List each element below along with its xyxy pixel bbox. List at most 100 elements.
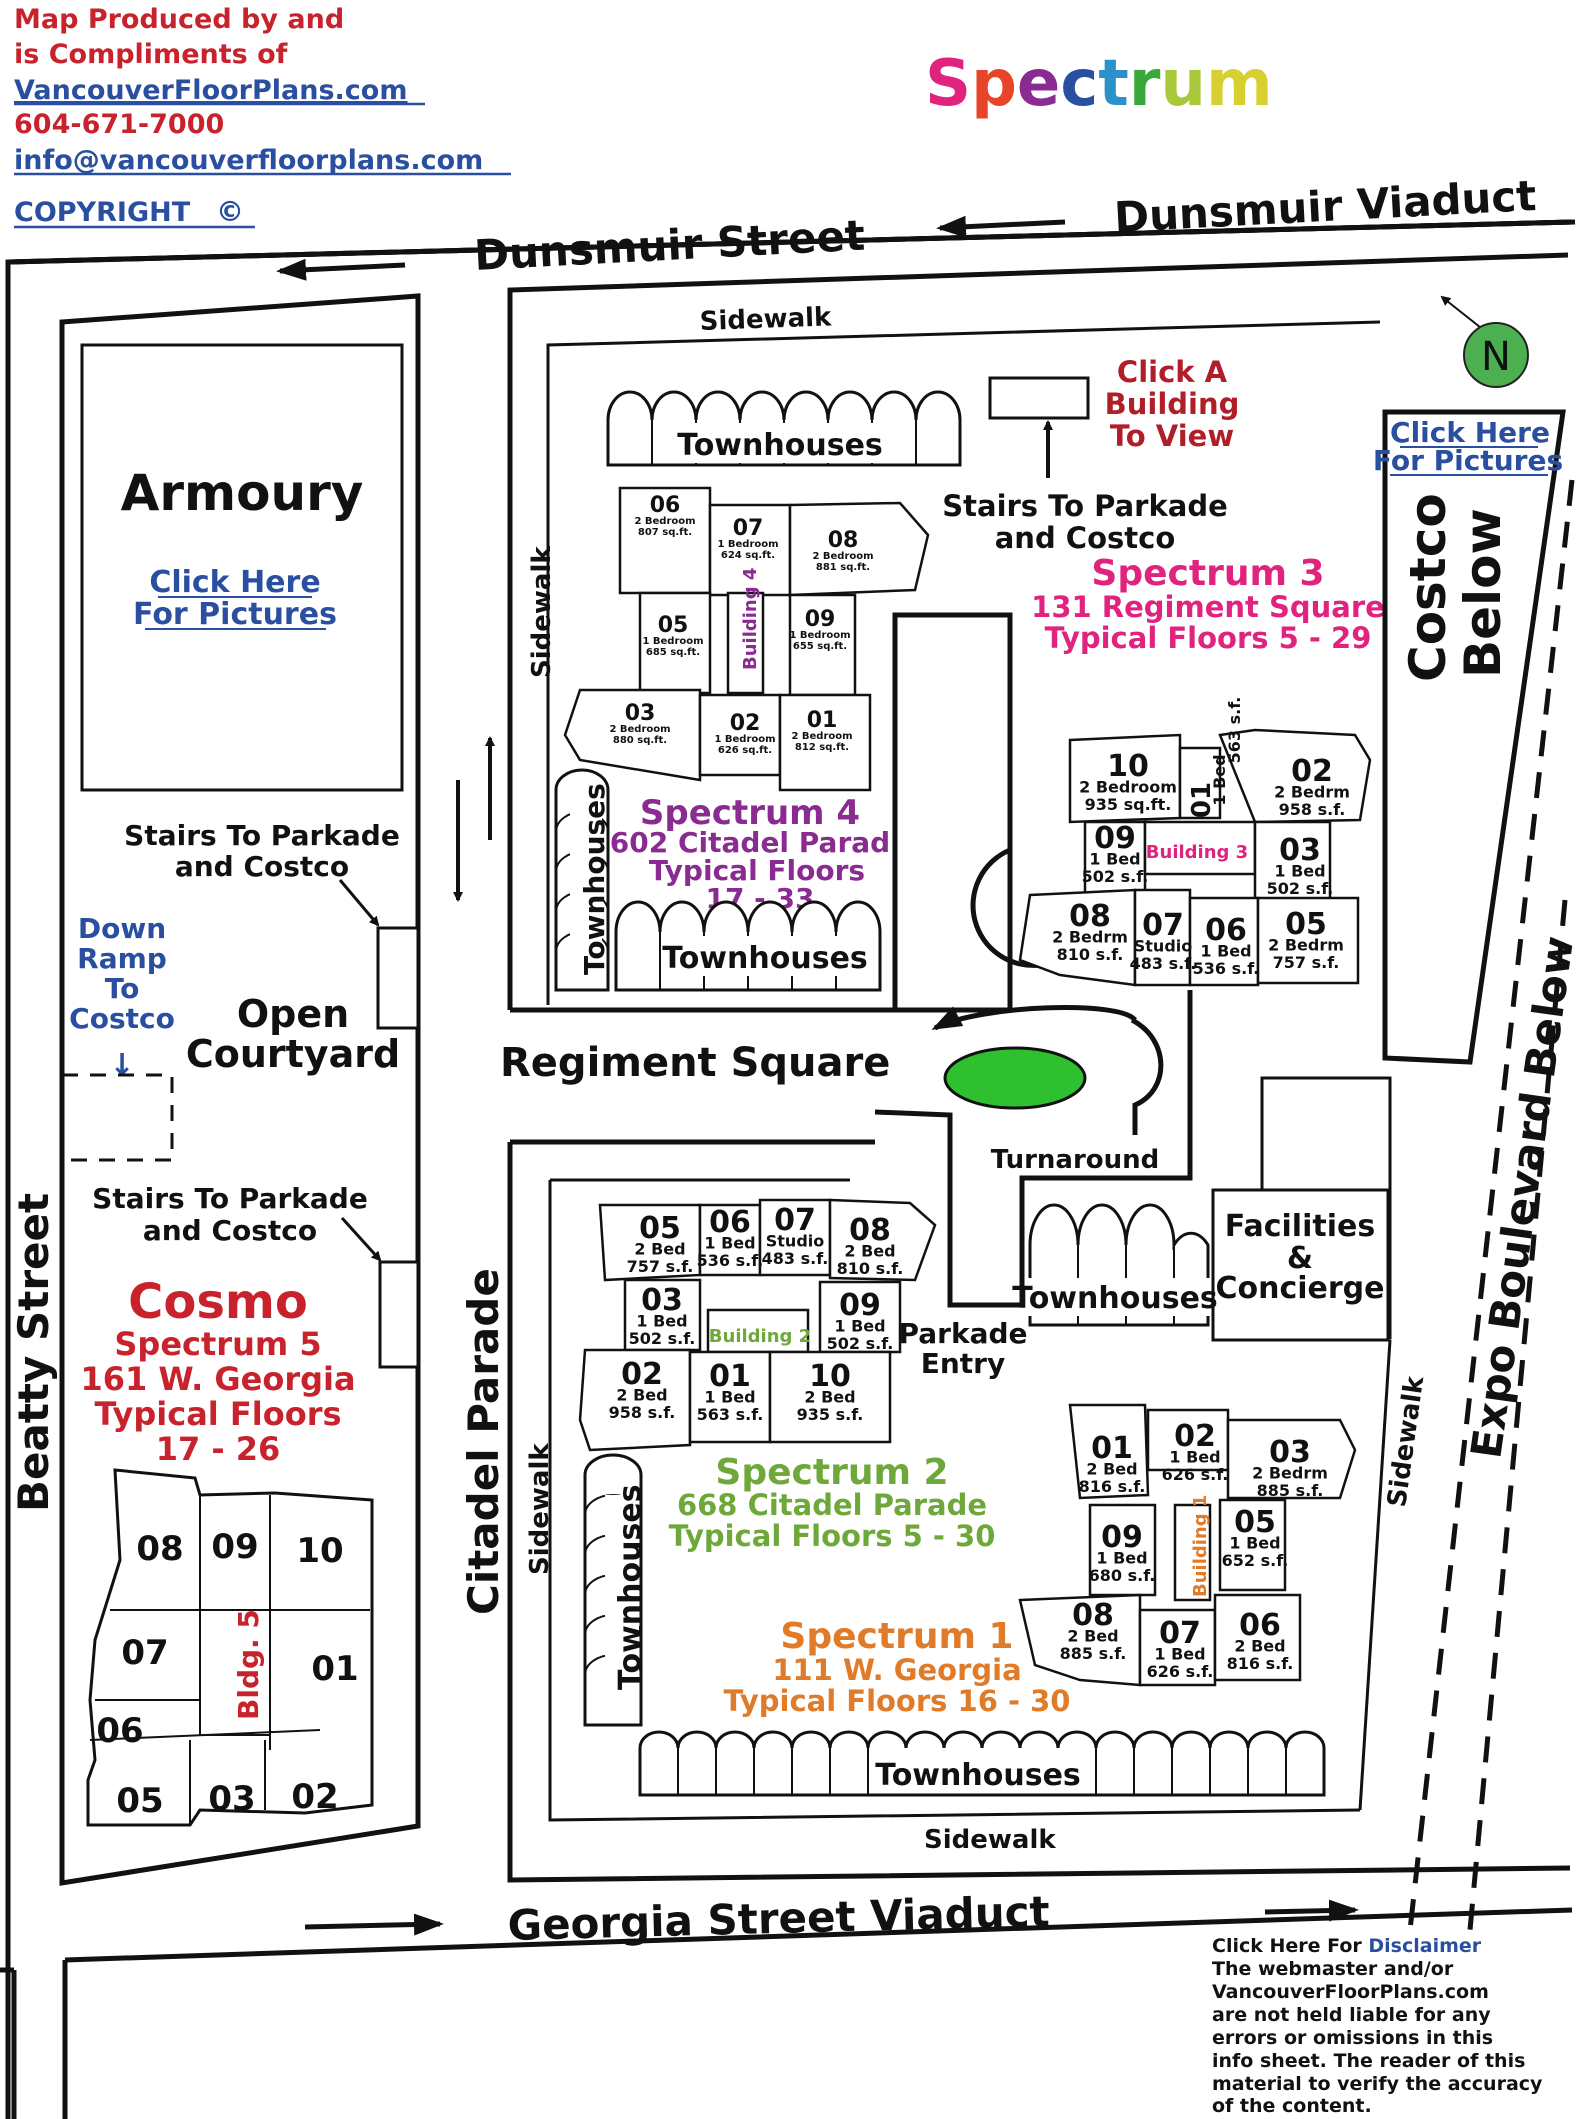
- north-arrow: N: [1440, 295, 1529, 388]
- building-1[interactable]: Building 1: [1018, 1403, 1357, 1687]
- turnaround-island: [943, 1046, 1087, 1110]
- click-a-building-1[interactable]: Click A: [1117, 355, 1228, 389]
- b1-unit-05-size: 652 s.f.: [1222, 1551, 1289, 1570]
- b2-unit-05-size: 757 s.f.: [627, 1257, 694, 1276]
- b2-unit-08-number[interactable]: 08: [849, 1213, 891, 1248]
- b1-unit-02-number[interactable]: 02: [1174, 1419, 1216, 1454]
- dunsmuir-viaduct-label: Dunsmuir Viaduct: [1113, 171, 1538, 242]
- costco-for-pictures[interactable]: For Pictures: [1373, 444, 1563, 477]
- disclaimer-click[interactable]: Click Here For Disclaimer: [1212, 1935, 1482, 1957]
- down-ramp-3: To: [105, 972, 140, 1005]
- b3-unit-05-size: 757 s.f.: [1273, 953, 1340, 972]
- b4-unit-08-number[interactable]: 08: [828, 528, 859, 553]
- b5-unit-09[interactable]: 09: [211, 1527, 258, 1567]
- building-4[interactable]: Building 4: [563, 486, 930, 792]
- b1-unit-06-number[interactable]: 06: [1239, 1608, 1281, 1643]
- townhouses-ne-west[interactable]: Townhouses: [554, 768, 611, 992]
- b4-unit-02-type: 1 Bedroom: [714, 734, 775, 745]
- b1-unit-01-number[interactable]: 01: [1091, 1431, 1133, 1466]
- title-letter: p: [971, 47, 1017, 121]
- b2-unit-02-number[interactable]: 02: [621, 1357, 663, 1392]
- b4-unit-03-number[interactable]: 03: [625, 701, 656, 726]
- b3-unit-05-number[interactable]: 05: [1285, 907, 1327, 942]
- b2-unit-07-size: 483 s.f.: [762, 1249, 829, 1268]
- b4-unit-07-number[interactable]: 07: [733, 516, 764, 541]
- stairs-label-2b: and Costco: [143, 1214, 317, 1247]
- stairs-box-south[interactable]: [378, 1260, 420, 1369]
- townhouses-south[interactable]: Townhouses: [638, 1730, 1326, 1797]
- b4-unit-05-number[interactable]: 05: [658, 613, 689, 638]
- b4-unit-09-number[interactable]: 09: [805, 607, 836, 632]
- b1-unit-05-number[interactable]: 05: [1234, 1505, 1276, 1540]
- b4-unit-01-number[interactable]: 01: [807, 708, 838, 733]
- townhouses-se-west[interactable]: Townhouses: [583, 1453, 648, 1727]
- click-a-building-2[interactable]: Building: [1105, 387, 1240, 421]
- townhouses-ne-south[interactable]: Townhouses: [614, 900, 882, 992]
- facilities-concierge[interactable]: [1211, 1188, 1390, 1342]
- b3-unit-10-number[interactable]: 10: [1107, 749, 1149, 784]
- b1-unit-07-size: 626 s.f.: [1147, 1662, 1214, 1681]
- b2-unit-06-number[interactable]: 06: [709, 1205, 751, 1240]
- costco-below-box[interactable]: [1382, 409, 1566, 1065]
- regiment-square-label: Regiment Square: [500, 1040, 890, 1086]
- b1-unit-09-number[interactable]: 09: [1101, 1520, 1143, 1555]
- townhouses-north[interactable]: Townhouses: [606, 390, 962, 467]
- b3-unit-02-number[interactable]: 02: [1291, 754, 1333, 789]
- b2-unit-01-number[interactable]: 01: [709, 1359, 751, 1394]
- click-a-building-3[interactable]: To View: [1110, 419, 1234, 453]
- b2-unit-03-number[interactable]: 03: [641, 1283, 683, 1318]
- b3-unit-05-type: 2 Bedrm: [1268, 936, 1344, 955]
- spectrum-4-name: Spectrum 4: [640, 793, 860, 833]
- b3-unit-01-number[interactable]: 01: [1187, 782, 1217, 818]
- b3-unit-06-number[interactable]: 06: [1205, 913, 1247, 948]
- building-5[interactable]: Bldg. 5 08 09 10 07 01 06 05 03 02: [86, 1468, 374, 1827]
- b3-unit-03-number[interactable]: 03: [1279, 833, 1321, 868]
- armoury-for-pictures[interactable]: For Pictures: [133, 597, 337, 632]
- b4-unit-06-number[interactable]: 06: [650, 493, 681, 518]
- copyright-link[interactable]: COPYRIGHT: [14, 197, 191, 228]
- building-5-label: Bldg. 5: [232, 1609, 265, 1720]
- b1-unit-08-number[interactable]: 08: [1072, 1598, 1114, 1633]
- copyright-symbol: ©: [216, 195, 244, 228]
- b5-unit-08[interactable]: 08: [136, 1529, 183, 1569]
- disclaimer-link[interactable]: Disclaimer: [1368, 1935, 1481, 1957]
- b2-unit-09-number[interactable]: 09: [839, 1288, 881, 1323]
- stairs-box-north[interactable]: [376, 926, 420, 1030]
- building-2[interactable]: Building 2: [578, 1198, 937, 1452]
- down-ramp-arrow: ↓: [109, 1048, 134, 1083]
- b5-unit-06[interactable]: 06: [96, 1711, 143, 1751]
- b5-unit-10[interactable]: 10: [296, 1531, 343, 1571]
- b2-unit-10-number[interactable]: 10: [809, 1359, 851, 1394]
- b3-unit-07-number[interactable]: 07: [1142, 908, 1184, 943]
- b5-unit-02[interactable]: 02: [291, 1777, 338, 1817]
- b1-unit-07-number[interactable]: 07: [1159, 1616, 1201, 1651]
- b5-unit-03[interactable]: 03: [208, 1779, 255, 1819]
- b5-unit-05[interactable]: 05: [116, 1781, 163, 1821]
- disclaimer-line-5: info sheet. The reader of this: [1212, 2050, 1525, 2072]
- b3-unit-09-number[interactable]: 09: [1094, 821, 1136, 856]
- b5-unit-01[interactable]: 01: [311, 1649, 358, 1689]
- b2-unit-05-number[interactable]: 05: [639, 1211, 681, 1246]
- armoury-click-here[interactable]: Click Here: [149, 565, 320, 600]
- b4-unit-02-number[interactable]: 02: [730, 711, 761, 736]
- b5-unit-07[interactable]: 07: [121, 1633, 168, 1673]
- armoury-building[interactable]: [80, 343, 404, 792]
- site-link[interactable]: VancouverFloorPlans.com: [14, 75, 407, 106]
- b2-unit-07-number[interactable]: 07: [774, 1203, 816, 1238]
- b2-unit-06-type: 1 Bed: [704, 1234, 755, 1253]
- costco-click-here[interactable]: Click Here: [1390, 416, 1550, 449]
- b1-unit-03-number[interactable]: 03: [1269, 1435, 1311, 1470]
- email-link[interactable]: info@vancouverfloorplans.com: [14, 145, 483, 176]
- building-3[interactable]: Building 3: [1018, 728, 1372, 987]
- b4-unit-01-type: 2 Bedroom: [791, 731, 852, 742]
- down-ramp-1: Down: [78, 912, 166, 945]
- stairs-box-ne[interactable]: [988, 376, 1090, 420]
- townhouses-se-east[interactable]: Townhouses: [1012, 1203, 1218, 1327]
- b3-unit-08-number[interactable]: 08: [1069, 899, 1111, 934]
- b4-unit-01-size: 812 sq.ft.: [795, 742, 849, 753]
- dunsmuir-edge-north: [9, 219, 1576, 265]
